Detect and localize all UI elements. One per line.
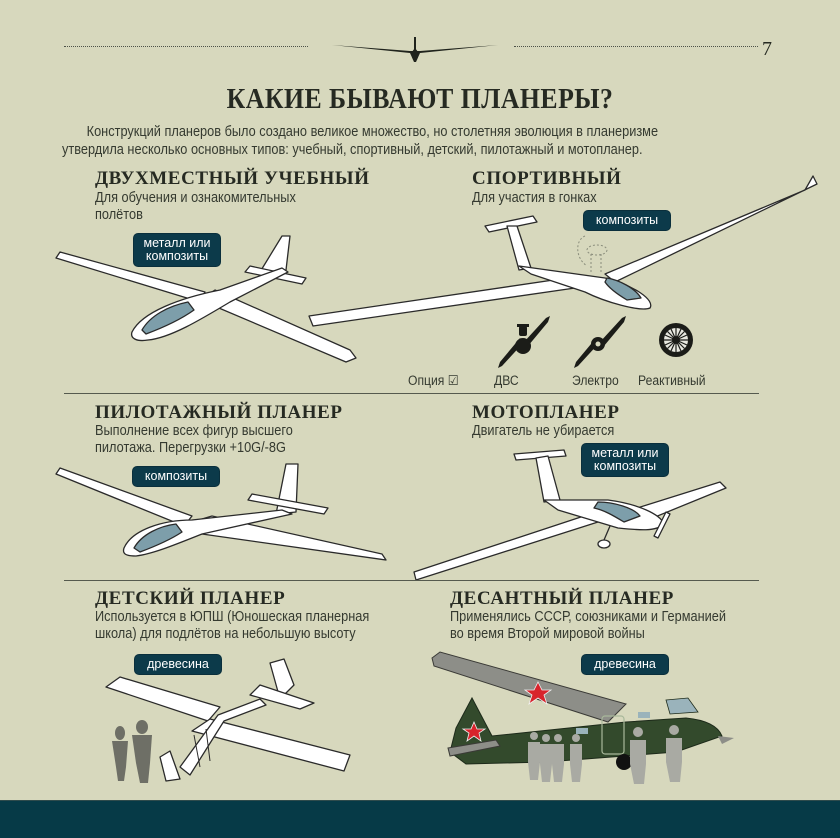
badge-line: древесина — [147, 657, 209, 671]
section-desc-motorglider: Двигатель не убирается — [472, 423, 614, 440]
material-badge-children: древесина — [135, 655, 221, 674]
desc-line: пилотажа. Перегрузки +10G/-8G — [95, 440, 286, 456]
material-badge-transport: древесина — [582, 655, 668, 674]
badge-line: композиты — [144, 469, 208, 483]
section-title-transport: ДЕСАНТНЫЙ ПЛАНЕР — [450, 588, 674, 609]
section-title-sport: СПОРТИВНЫЙ — [472, 168, 622, 189]
badge-line: металл или — [143, 236, 211, 250]
section-desc-children: Используется в ЮПШ (Юношеская планерная … — [95, 609, 369, 643]
badge-line: древесина — [594, 657, 656, 671]
sport-glider-illustration — [308, 175, 818, 327]
section-title-trainer: ДВУХМЕСТНЫЙ УЧЕБНЫЙ — [95, 168, 370, 189]
desc-line: Применялись СССР, союзниками и Германией — [450, 609, 727, 625]
page-number: 7 — [762, 38, 772, 60]
intro-paragraph: Конструкций планеров было создано велико… — [62, 123, 784, 159]
material-badge-trainer: металл или композиты — [134, 234, 220, 266]
desc-line: школа) для подлётов на небольшую высоту — [95, 626, 356, 642]
badge-line: композиты — [593, 459, 657, 473]
engine-label-electric: Электро — [572, 373, 619, 388]
desc-line: Используется в ЮПШ (Юношеская планерная — [95, 609, 370, 625]
aerobatic-glider-illustration — [55, 463, 387, 561]
section-desc-trainer: Для обучения и ознакомительных полётов — [95, 190, 296, 224]
badge-line: композиты — [595, 213, 659, 227]
red-star-icon — [461, 681, 553, 742]
header-dotted-line-left — [64, 46, 308, 47]
desc-line: Для обучения и ознакомительных — [95, 190, 296, 206]
desc-line: Двигатель не убирается — [472, 423, 615, 439]
material-badge-aerobatic: композиты — [133, 467, 219, 486]
material-badge-sport: композиты — [584, 211, 670, 230]
trainer-glider-illustration — [55, 235, 357, 363]
intro-line-2: утвердила несколько основных типов: учеб… — [62, 142, 643, 158]
section-desc-sport: Для участия в гонках — [472, 190, 597, 207]
section-title-children: ДЕТСКИЙ ПЛАНЕР — [95, 588, 286, 609]
section-divider-1 — [64, 393, 759, 394]
electric-propeller-icon — [574, 316, 626, 368]
propeller-engine-icon — [498, 316, 550, 368]
material-badge-motorglider: металл или композиты — [582, 444, 668, 476]
jet-turbine-icon — [659, 323, 693, 357]
engine-option-label: Опция ☑ — [408, 373, 459, 388]
desc-line: Для участия в гонках — [472, 190, 597, 206]
motorglider-illustration — [413, 449, 727, 581]
section-divider-2 — [64, 580, 759, 581]
people-silhouettes-icon — [528, 725, 682, 784]
glider-silhouette-icon — [332, 37, 498, 62]
badge-line: композиты — [145, 249, 209, 263]
engine-label-ice: ДВС — [494, 373, 519, 388]
children-glider-illustration — [105, 658, 351, 783]
section-desc-transport: Применялись СССР, союзниками и Германией… — [450, 609, 726, 643]
intro-line-1: Конструкций планеров было создано велико… — [86, 124, 659, 140]
desc-line: Выполнение всех фигур высшего — [95, 423, 293, 439]
page-title: КАКИЕ БЫВАЮТ ПЛАНЕРЫ? — [226, 84, 614, 115]
section-title-motorglider: МОТОПЛАНЕР — [472, 402, 620, 423]
badge-line: металл или — [591, 446, 659, 460]
desc-line: полётов — [95, 207, 143, 223]
section-title-aerobatic: ПИЛОТАЖНЫЙ ПЛАНЕР — [95, 402, 343, 423]
engine-label-jet: Реактивный — [638, 373, 706, 388]
people-silhouettes-icon — [112, 720, 152, 783]
header-dotted-line-right — [514, 46, 758, 47]
desc-line: во время Второй мировой войны — [450, 626, 645, 642]
transport-glider-illustration — [431, 651, 734, 784]
footer-band — [0, 800, 840, 838]
section-desc-aerobatic: Выполнение всех фигур высшего пилотажа. … — [95, 423, 293, 457]
